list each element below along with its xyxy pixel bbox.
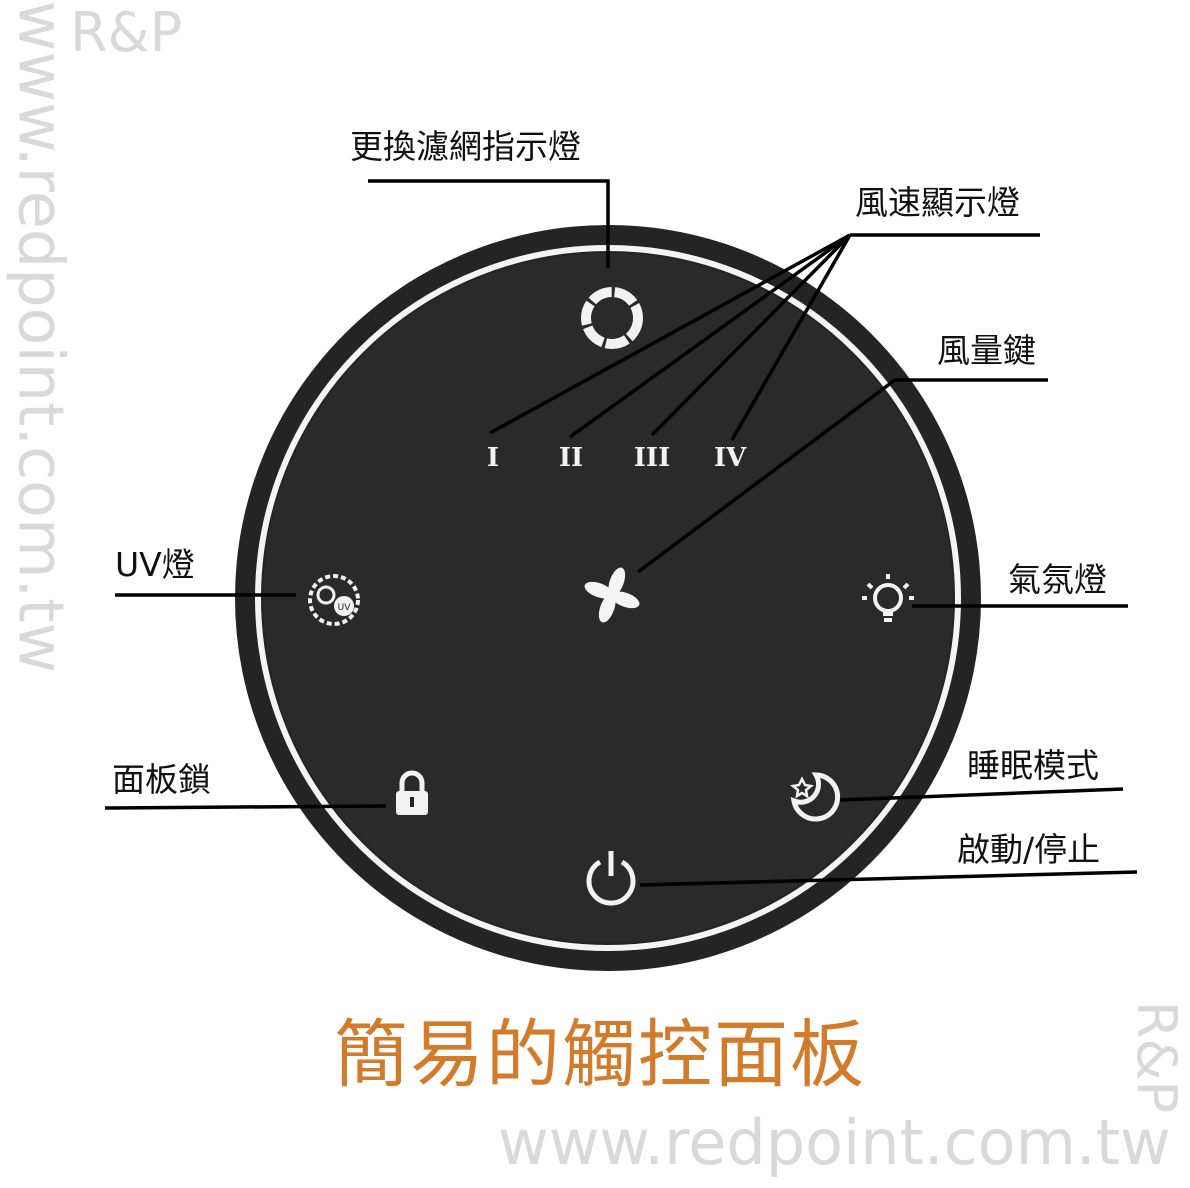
speed-level-3: III <box>634 443 671 473</box>
fan-icon <box>584 567 640 623</box>
label-panel-lock: 面板鎖 <box>112 760 211 799</box>
label-filter-indicator: 更換濾網指示燈 <box>350 127 581 166</box>
bulb-icon <box>862 574 914 622</box>
power-icon <box>586 851 636 906</box>
filter-indicator-icon <box>581 287 643 349</box>
uv-badge: UV <box>338 603 352 613</box>
diagram-title: 簡易的觸控面板 <box>334 1012 866 1098</box>
label-uv-light: UV燈 <box>115 545 195 584</box>
speed-level-1: I <box>487 443 499 473</box>
watermark-url-bottom: www.redpoint.com.tw <box>498 1106 1171 1179</box>
label-ambient-light: 氣氛燈 <box>1008 560 1107 599</box>
uv-icon: UV <box>308 574 360 626</box>
speed-level-4: IV <box>714 443 747 473</box>
lock-icon <box>396 770 428 815</box>
callout-lines <box>104 179 1138 887</box>
speed-level-2: II <box>559 443 583 473</box>
moon-icon <box>790 772 841 822</box>
label-power: 啟動/停止 <box>957 830 1101 869</box>
label-sleep-mode: 睡眠模式 <box>967 746 1099 785</box>
label-fan-speed-button: 風量鍵 <box>937 331 1036 370</box>
watermark-brand-top: R&P <box>70 1 183 64</box>
label-fan-speed-display: 風速顯示燈 <box>855 183 1020 222</box>
